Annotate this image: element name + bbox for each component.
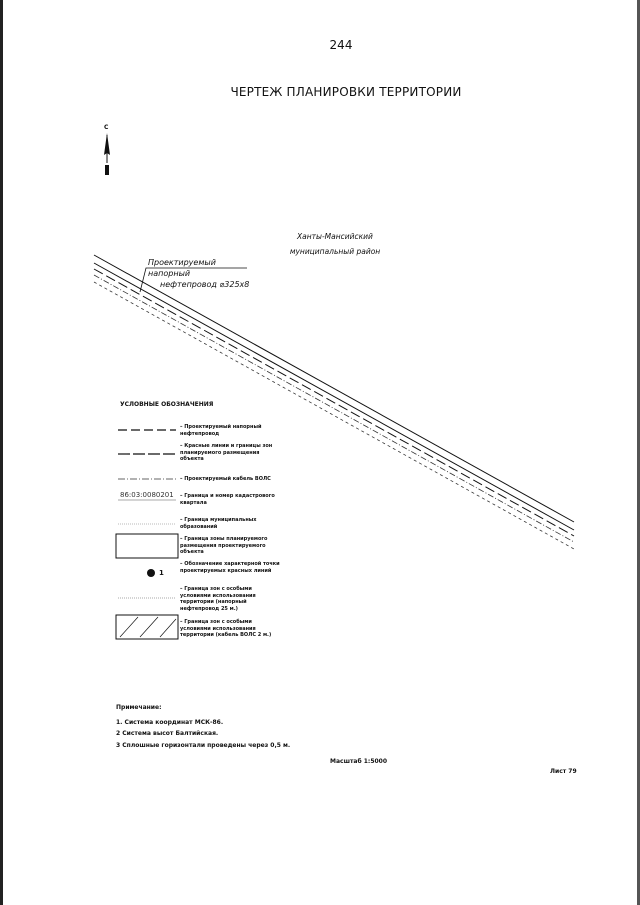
legend-sample-cable-zone [115, 614, 179, 640]
protection-zone-line [93, 281, 575, 550]
north-arrow-icon [104, 133, 110, 175]
note-2: 2 Система высот Балтийская. [116, 730, 219, 737]
region-label-line1: Ханты-Мансийский [297, 232, 373, 241]
legend-sample-point-icon [147, 569, 155, 577]
legend-sample-point-label: 1 [159, 569, 164, 577]
legend-item-8: – Граница зон с особыми условиями исполь… [180, 586, 256, 612]
red-line-upper [93, 254, 575, 523]
notes-title: Примечание: [116, 704, 162, 711]
legend-item-9: – Граница зон с особыми условиями исполь… [180, 619, 272, 638]
note-1: 1. Система координат МСК-86. [116, 718, 224, 726]
pipeline-axis [93, 268, 575, 537]
north-arrow: С [101, 124, 115, 176]
legend-item-1: – Проектируемый напорный нефтепровод [180, 424, 262, 437]
map-scale: Масштаб 1:5000 [330, 758, 388, 765]
legend-samples [115, 429, 179, 640]
region-label: Ханты-Мансийский муниципальный район [285, 229, 385, 259]
note-3: 3 Сплошные горизонтали проведены через 0… [116, 741, 291, 749]
legend-item-3: – Проектируемый кабель ВОЛС [180, 476, 271, 482]
page-title: ЧЕРТЕЖ ПЛАНИРОВКИ ТЕРРИТОРИИ [230, 85, 462, 99]
sheet-number: Лист 79 [550, 768, 577, 775]
legend-item-5: – Граница муниципальных образований [180, 517, 257, 530]
legend-sample-zone-box [115, 533, 179, 559]
fiber-cable-line [93, 274, 575, 543]
legend-title: УСЛОВНЫЕ ОБОЗНАЧЕНИЯ [120, 401, 214, 408]
scan-right-border [637, 0, 640, 905]
legend-sample-cadastral-label: 86:03:0080201 [120, 491, 174, 499]
region-label-line2: муниципальный район [289, 247, 381, 256]
legend-item-6: – Граница зоны планируемого размещения п… [180, 536, 268, 555]
legend-item-2: – Красные линии и границы зон планируемо… [180, 443, 273, 462]
pipeline-label: Проектируемый напорный нефтепровод ⌀325х… [148, 257, 258, 290]
legend-item-7: – Обозначение характерной точки проектир… [180, 561, 280, 574]
pipeline-label-line2: нефтепровод ⌀325х8 [160, 280, 250, 289]
north-letter: С [104, 124, 109, 131]
scan-left-border [0, 0, 3, 905]
notes: Примечание: 1. Система координат МСК-86.… [116, 702, 290, 751]
red-line-lower [93, 262, 575, 531]
legend-item-4: – Граница и номер кадастрового квартала [180, 493, 275, 506]
pipeline-label-leader [139, 267, 247, 293]
pipeline-label-line1: Проектируемый напорный [148, 258, 216, 278]
page-number: 244 [329, 38, 353, 52]
